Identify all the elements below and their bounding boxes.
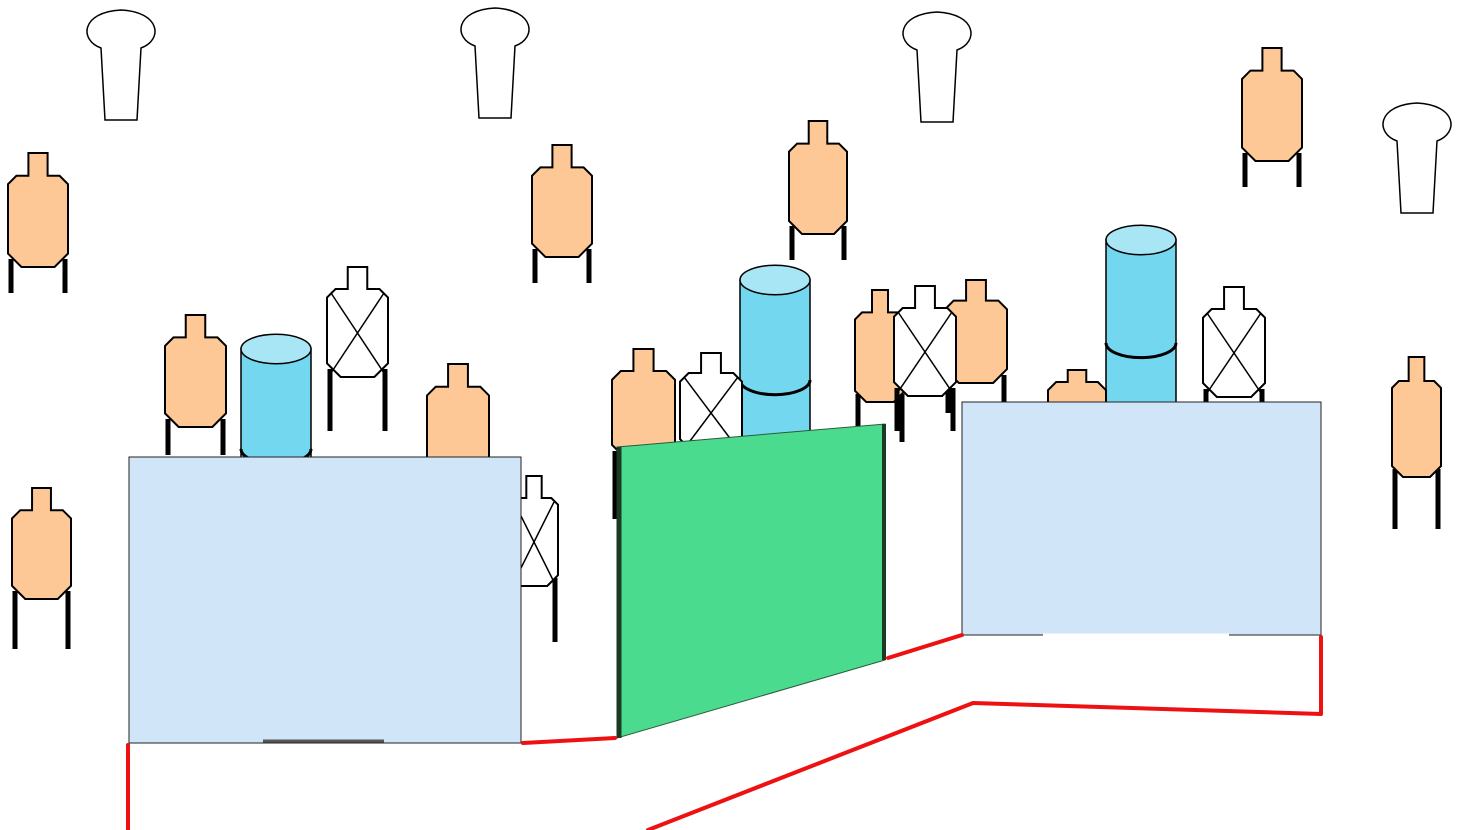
- wall-panel: [128, 456, 522, 744]
- barrel-segment: [739, 279, 811, 396]
- barrel-rim: [1104, 342, 1178, 360]
- green-panel: [616, 423, 886, 739]
- front-target-layer: [11, 356, 1442, 649]
- shoot-target-icon: [788, 120, 848, 260]
- wall-layer: [128, 401, 1322, 744]
- popper-plate: [902, 11, 972, 123]
- target-body: [1241, 47, 1303, 162]
- no-shoot-cross: [897, 311, 953, 393]
- steel-popper-icon: [902, 11, 972, 123]
- target-body: [788, 120, 848, 235]
- target-body: [164, 314, 227, 428]
- shoot-target-icon: [854, 289, 906, 442]
- target-body: [854, 289, 906, 403]
- popper-plate: [1382, 102, 1452, 214]
- barrel-lid: [240, 333, 312, 365]
- fault-line-segment: [521, 736, 617, 745]
- target-body: [7, 152, 69, 268]
- no-shoot-cross: [330, 292, 385, 374]
- barrel-lid: [1105, 224, 1177, 256]
- target-body: [944, 279, 1008, 384]
- fault-line-layer: [126, 633, 1323, 830]
- vision-barrier-wall-left: [128, 456, 522, 744]
- shoot-target-icon: [1241, 47, 1303, 187]
- fault-line: [126, 633, 1323, 830]
- no-shoot-cross: [1206, 312, 1262, 394]
- back-target-layer: [7, 47, 1303, 431]
- barrel-segment: [1105, 239, 1177, 359]
- target-body: [1391, 356, 1442, 478]
- no-shoot-target-icon: [893, 285, 957, 431]
- wall-panel: [961, 401, 1322, 636]
- shoot-target-icon: [11, 487, 72, 649]
- shoot-target-icon: [531, 144, 593, 283]
- steel-popper-icon: [460, 7, 530, 119]
- barrel-rim: [738, 379, 812, 397]
- target-body: [531, 144, 593, 258]
- shoot-target-icon: [1391, 356, 1442, 529]
- no-shoot-cross: [683, 376, 739, 450]
- fault-line-segment: [646, 635, 1323, 830]
- barrel-lid: [739, 264, 811, 296]
- shoot-target-icon: [164, 314, 227, 455]
- shoot-target-icon: [7, 152, 69, 293]
- target-body: [11, 487, 72, 600]
- target-body: [1202, 286, 1266, 398]
- no-shoot-target-icon: [326, 266, 389, 431]
- steel-popper-icon: [1382, 102, 1452, 214]
- popper-plate: [86, 9, 156, 121]
- steel-popper-icon: [86, 9, 156, 121]
- target-body: [326, 266, 389, 378]
- green-panel-face: [616, 423, 886, 739]
- popper-layer: [86, 7, 1452, 214]
- fault-line-segment: [886, 633, 964, 660]
- popper-plate: [460, 7, 530, 119]
- target-body: [893, 285, 957, 397]
- vision-barrier-wall-right: [961, 401, 1322, 637]
- barrel-segment: [240, 348, 312, 465]
